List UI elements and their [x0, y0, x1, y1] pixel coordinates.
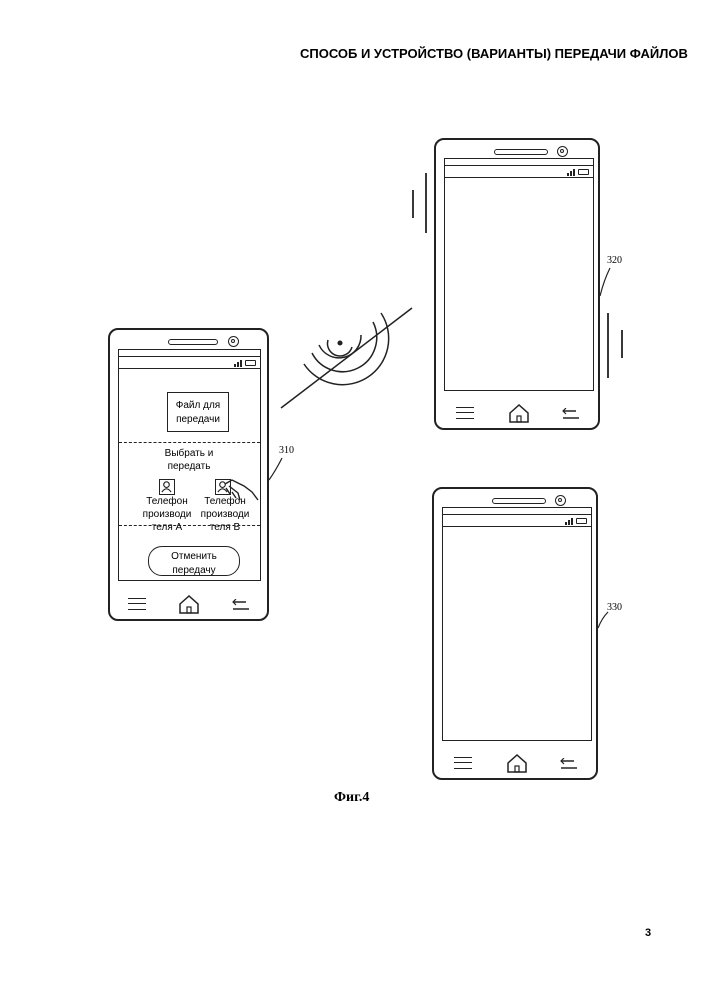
ref-label-330: 330: [607, 602, 622, 613]
hand-pointer-icon: [225, 480, 258, 500]
vibration-icon: [413, 173, 622, 378]
figure-caption: Фиг.4: [334, 790, 369, 806]
ref-label-310: 310: [279, 445, 294, 456]
transmission-line: [281, 308, 412, 408]
wireless-signal-icon: [304, 313, 389, 385]
ref-label-320: 320: [607, 255, 622, 266]
leader-lines: [269, 268, 610, 628]
page-number: 3: [645, 927, 651, 939]
